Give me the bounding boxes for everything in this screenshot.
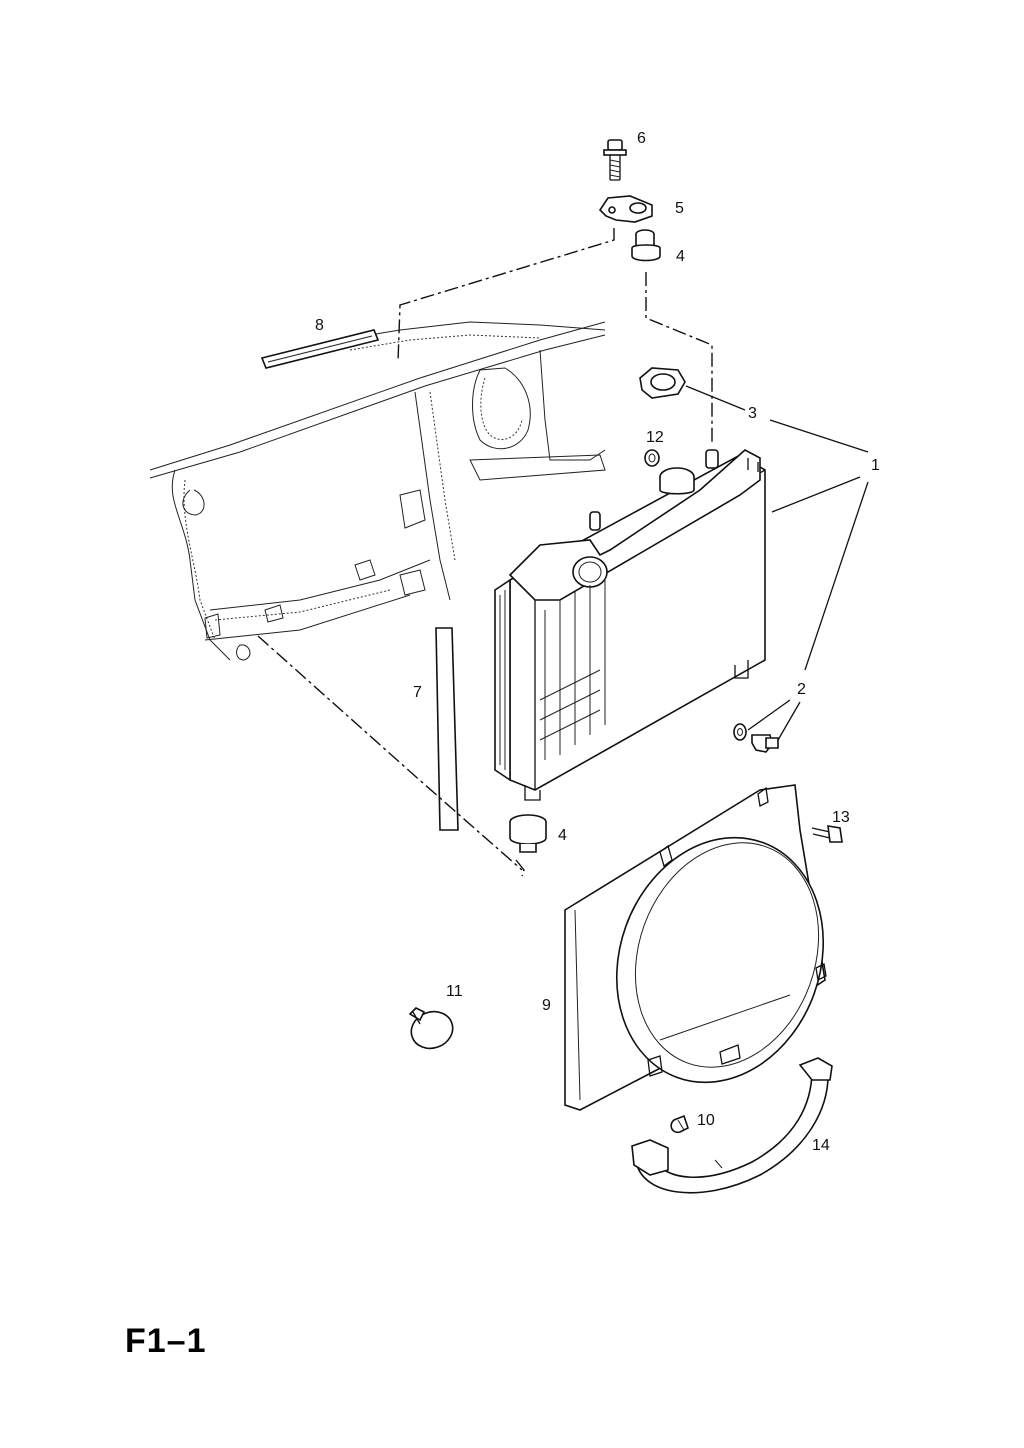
fan-guard-14 [631, 1057, 833, 1194]
callout-12: 12 [646, 429, 664, 446]
callout-8: 8 [315, 317, 324, 334]
clip-11 [408, 1007, 454, 1050]
seal-strip-7 [435, 627, 459, 831]
clip-10 [670, 1114, 689, 1134]
callout-6: 6 [637, 130, 646, 147]
mount-rubber-4-upper [631, 229, 661, 262]
callout-1: 1 [871, 457, 880, 474]
callout-4-upper: 4 [676, 248, 685, 265]
radiator-1 [494, 449, 766, 801]
assembly-lines [257, 228, 713, 877]
mount-rubber-4-lower [509, 814, 547, 853]
seal-strip-8 [260, 329, 380, 369]
callout-10: 10 [697, 1112, 715, 1129]
bolt-6 [603, 139, 627, 181]
callout-4-lower: 4 [558, 827, 567, 844]
callout-11: 11 [446, 983, 463, 1000]
callout-5: 5 [675, 200, 684, 217]
bolt-washer-2 [733, 723, 779, 753]
callout-9: 9 [542, 997, 551, 1014]
callout-7: 7 [413, 684, 422, 701]
leader-lines [685, 385, 869, 741]
callout-labels: 6 5 4 8 3 12 1 7 2 13 4 11 9 10 14 [315, 130, 880, 1154]
callout-3: 3 [748, 405, 757, 422]
nut-12 [644, 449, 660, 467]
page-code: F1–1 [125, 1322, 207, 1360]
bolt-13 [811, 825, 843, 843]
callout-14: 14 [812, 1137, 830, 1154]
body-front-panel [149, 321, 606, 661]
fan-shroud-9 [564, 784, 827, 1111]
bracket-5 [598, 195, 653, 223]
callout-13: 13 [832, 809, 850, 826]
gasket-3 [639, 367, 686, 399]
callout-2: 2 [797, 681, 806, 698]
